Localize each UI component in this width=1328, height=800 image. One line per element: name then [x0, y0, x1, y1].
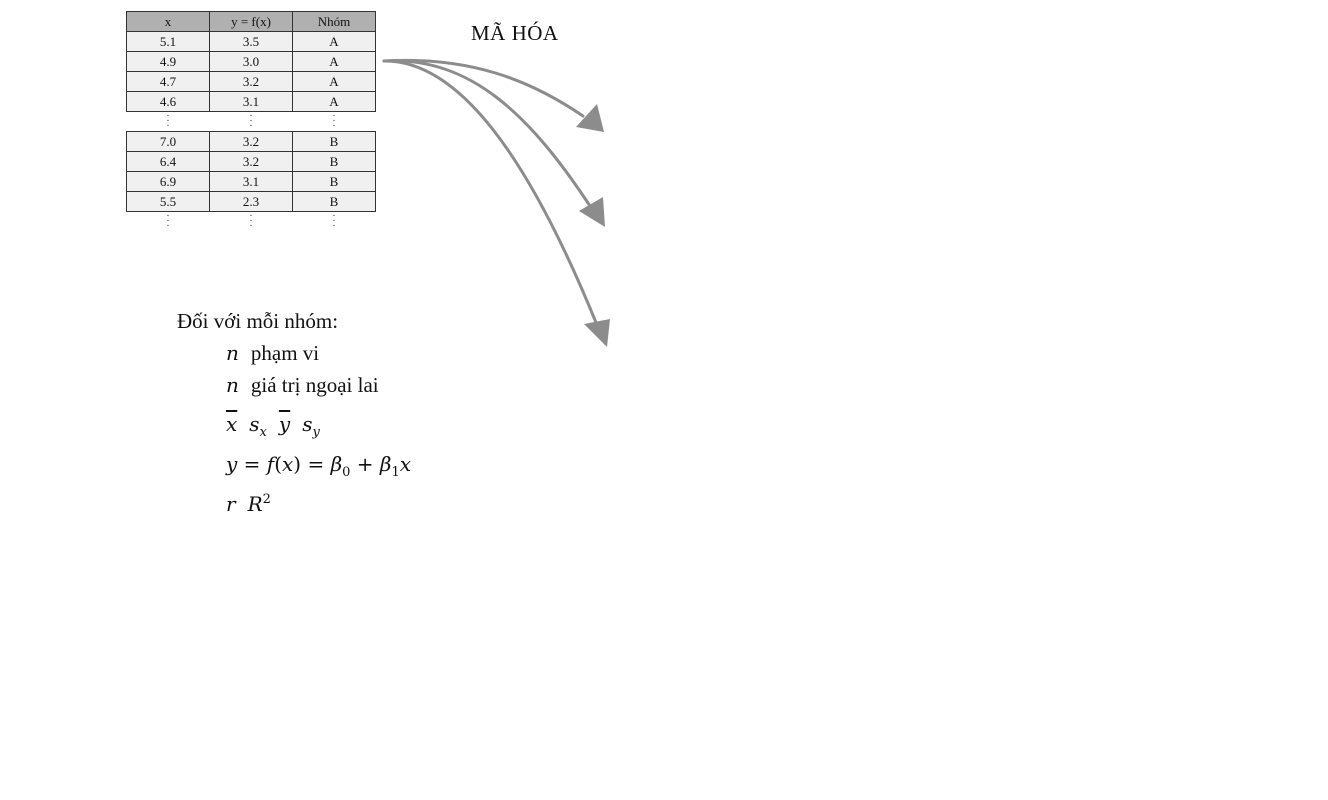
table-row: 5.5 2.3 B — [126, 191, 376, 212]
table-cell: 3.5 — [209, 31, 293, 52]
symbol-f: f — [266, 452, 275, 476]
stat-label-range: phạm vi — [250, 341, 320, 365]
table-row: 7.0 3.2 B — [126, 131, 376, 152]
symbol-R: R — [247, 492, 263, 516]
symbol-x: x — [282, 452, 294, 476]
symbol-n: n — [226, 341, 239, 365]
arrow-2-head — [579, 197, 605, 227]
table-cell: 3.2 — [209, 71, 293, 92]
symbol-paren-close: ) — [293, 452, 302, 476]
stat-line-range: n phạm vi — [226, 341, 319, 366]
symbol-equals: = — [237, 452, 267, 476]
arrow-heads — [576, 104, 610, 347]
ellipsis-cell: · · · — [209, 211, 293, 232]
column-header-x: x — [126, 11, 210, 32]
stat-label-outliers: giá trị ngoại lai — [250, 373, 379, 397]
table-cell: 7.0 — [126, 131, 210, 152]
symbol-y: y — [226, 452, 238, 476]
group-stats-heading: Đối với mỗi nhóm: — [177, 309, 339, 333]
table-cell: 4.6 — [126, 91, 210, 112]
table-cell: 2.3 — [209, 191, 293, 212]
table-row: 4.6 3.1 A — [126, 91, 376, 112]
table-cell: A — [292, 31, 376, 52]
symbol-equals: = — [301, 452, 331, 476]
symbol-sub-x: x — [259, 425, 267, 440]
arrow-1-shaft — [382, 58, 585, 118]
arrow-3-head — [584, 319, 610, 347]
symbol-n: n — [226, 373, 239, 397]
table-cell: 5.5 — [126, 191, 210, 212]
symbol-y-bar: y — [278, 412, 291, 436]
symbol-s: s — [302, 412, 313, 436]
table-cell: 3.2 — [209, 151, 293, 172]
symbol-sup-2: 2 — [262, 492, 271, 507]
table-cell: 3.1 — [209, 91, 293, 112]
data-table: x y = f(x) Nhóm 5.1 3.5 A 4.9 3.0 A 4.7 … — [126, 11, 376, 232]
table-row: 6.9 3.1 B — [126, 171, 376, 192]
arrow-2-shaft — [382, 59, 592, 208]
stat-line-outliers: n giá trị ngoại lai — [226, 373, 379, 398]
symbol-beta: β — [379, 452, 392, 476]
table-row: 4.7 3.2 A — [126, 71, 376, 92]
symbol-r: r — [226, 492, 236, 516]
symbol-sub-y: y — [312, 425, 320, 440]
table-cell: B — [292, 151, 376, 172]
encode-label: MÃ HÓA — [471, 21, 559, 45]
arrow-1-head — [576, 104, 604, 132]
table-cell: 4.7 — [126, 71, 210, 92]
table-ellipsis-row: · · · · · · · · · — [126, 211, 376, 232]
stat-line-regression: y = f(x) = β0 + β1x — [226, 452, 411, 480]
table-cell: 3.0 — [209, 51, 293, 72]
table-cell: A — [292, 91, 376, 112]
symbol-x: x — [399, 452, 412, 476]
symbol-sub-0: 0 — [342, 465, 351, 480]
arrow-3-shaft — [382, 59, 599, 327]
symbol-sub-1: 1 — [391, 465, 400, 480]
column-header-y: y = f(x) — [209, 11, 293, 32]
table-cell: B — [292, 191, 376, 212]
symbol-beta: β — [330, 452, 343, 476]
symbol-paren-open: ( — [274, 452, 283, 476]
table-ellipsis-row: · · · · · · · · · — [126, 111, 376, 132]
ellipsis-cell: · · · — [292, 211, 376, 232]
arrow-shafts — [382, 58, 599, 327]
ellipsis-cell: · · · — [126, 211, 210, 232]
symbol-x-bar: x — [226, 412, 238, 436]
symbol-plus: + — [350, 452, 380, 476]
symbol-s: s — [249, 412, 260, 436]
table-row: 5.1 3.5 A — [126, 31, 376, 52]
